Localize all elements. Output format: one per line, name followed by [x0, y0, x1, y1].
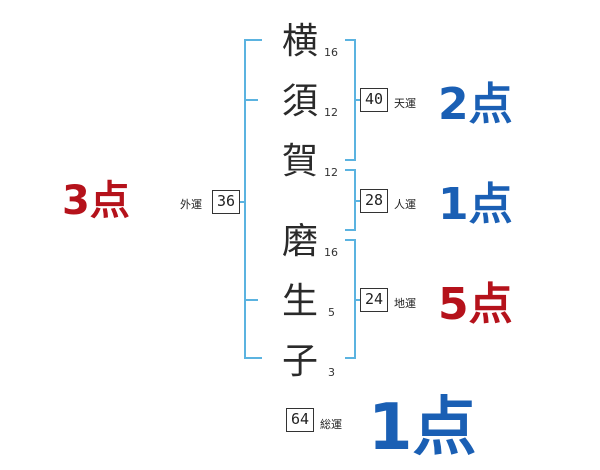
outer-bracket — [244, 39, 262, 359]
jinkaku-label: 人運 — [394, 198, 416, 211]
chikaku-score: 5点 — [438, 279, 513, 330]
gaikaku-value: 36 — [212, 190, 240, 214]
name-char-2: 須 — [281, 81, 318, 122]
gaikaku-label: 外運 — [180, 198, 202, 211]
stroke-count-3: 12 — [324, 166, 338, 179]
stroke-count-5: 5 — [328, 306, 335, 319]
tenkaku-score: 2点 — [438, 79, 513, 130]
jinkaku-bracket — [345, 169, 356, 231]
tenkaku-value: 40 — [360, 88, 388, 112]
stroke-count-2: 12 — [324, 106, 338, 119]
name-char-4: 磨 — [281, 221, 318, 262]
name-char-5: 生 — [281, 281, 318, 322]
stroke-count-1: 16 — [324, 46, 338, 59]
tenkaku-label: 天運 — [394, 97, 416, 110]
soukaku-label: 総運 — [320, 418, 342, 431]
soukaku-value: 64 — [286, 408, 314, 432]
jinkaku-value: 28 — [360, 189, 388, 213]
tenkaku-bracket — [345, 39, 356, 161]
name-char-1: 横 — [281, 21, 318, 62]
gaikaku-score: 3点 — [62, 178, 130, 224]
soukaku-score: 1点 — [368, 391, 477, 465]
name-char-3: 賀 — [281, 141, 318, 182]
stroke-count-6: 3 — [328, 366, 335, 379]
jinkaku-score: 1点 — [438, 179, 513, 230]
name-char-6: 子 — [281, 341, 318, 382]
chikaku-value: 24 — [360, 288, 388, 312]
chikaku-label: 地運 — [394, 297, 416, 310]
stroke-count-4: 16 — [324, 246, 338, 259]
chikaku-bracket — [345, 239, 356, 359]
